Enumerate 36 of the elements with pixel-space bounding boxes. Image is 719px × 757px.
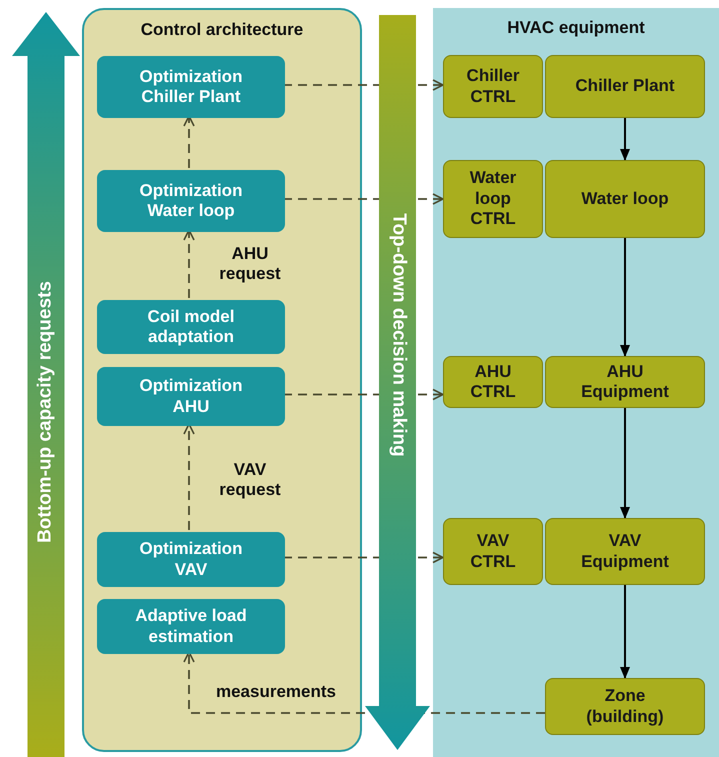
equipment-box: Chiller CTRL: [443, 55, 543, 118]
process-box: Optimization Water loop: [97, 170, 285, 232]
arrow: [183, 651, 545, 714]
arrow: [283, 79, 444, 91]
process-box: Adaptive load estimation: [97, 599, 285, 654]
panel: [82, 8, 362, 752]
arrow: [183, 115, 195, 168]
equipment-box: Chiller Plant: [545, 55, 705, 118]
process-box: Optimization VAV: [97, 532, 285, 587]
arrow: [183, 229, 195, 298]
equipment-box: VAV CTRL: [443, 518, 543, 585]
equipment-box: AHU CTRL: [443, 356, 543, 408]
arrow: [283, 388, 444, 400]
equipment-box: VAV Equipment: [545, 518, 705, 585]
arrow: [620, 118, 630, 161]
arrow-label: Bottom-up capacity requests: [34, 281, 57, 543]
panel: [433, 8, 719, 757]
process-box: Coil model adaptation: [97, 300, 285, 354]
edge-label: AHU request: [218, 244, 282, 285]
equipment-box: Zone (building): [545, 678, 705, 735]
arrow-label: Top-down decision making: [386, 213, 409, 457]
process-box: Optimization AHU: [97, 367, 285, 426]
arrow: [183, 423, 195, 530]
equipment-box: Water loop: [545, 160, 705, 238]
arrow: [620, 585, 630, 679]
edge-label: VAV request: [218, 460, 282, 501]
arrow: [620, 408, 630, 519]
arrow: [283, 193, 444, 205]
panel-title: Control architecture: [140, 20, 304, 40]
arrow: [620, 238, 630, 357]
panel-title: HVAC equipment: [506, 18, 646, 38]
equipment-box: Water loop CTRL: [443, 160, 543, 238]
arrow: [283, 552, 444, 564]
process-box: Optimization Chiller Plant: [97, 56, 285, 118]
equipment-box: AHU Equipment: [545, 356, 705, 408]
edge-label: measurements: [214, 682, 337, 702]
